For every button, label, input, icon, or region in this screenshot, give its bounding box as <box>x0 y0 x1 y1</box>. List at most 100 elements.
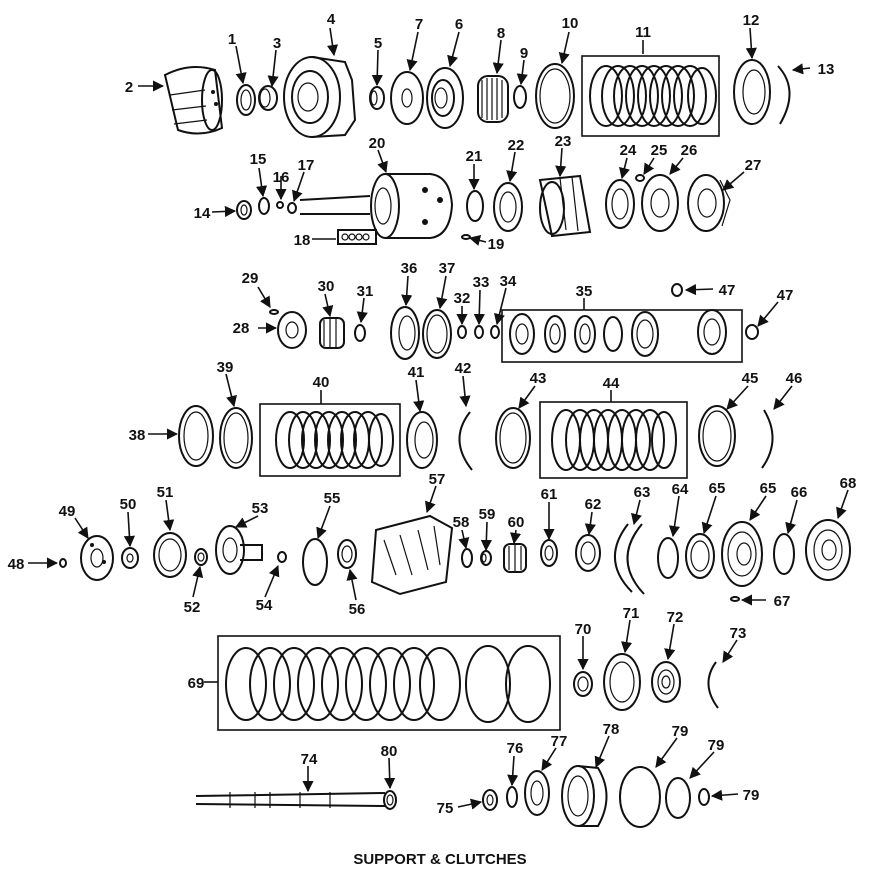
part-seals-18 <box>337 229 377 245</box>
callout-54: 54 <box>256 597 273 614</box>
callout-77: 77 <box>551 733 568 750</box>
part-clutch-pack-44 <box>539 401 688 479</box>
callout-11: 11 <box>635 24 651 41</box>
callout-47b: 47 <box>777 287 794 304</box>
callout-63: 63 <box>634 484 651 501</box>
callout-2: 2 <box>125 79 133 96</box>
callout-28: 28 <box>233 320 250 337</box>
part-plate-12 <box>733 59 771 125</box>
callout-36: 36 <box>401 260 418 277</box>
part-pin-67 <box>730 596 740 602</box>
part-carrier-49 <box>80 535 114 581</box>
callout-61: 61 <box>541 486 558 503</box>
callout-38: 38 <box>129 427 146 444</box>
part-snap-ring-46 <box>761 409 774 469</box>
part-shaft-drum-20 <box>299 173 454 239</box>
part-washer-7 <box>390 71 424 125</box>
callout-20: 20 <box>369 135 386 152</box>
part-ring-31 <box>354 324 366 342</box>
callout-4: 4 <box>327 11 336 28</box>
part-seal-17 <box>287 202 297 214</box>
callout-40: 40 <box>313 374 330 391</box>
part-piston-6 <box>426 67 464 129</box>
part-drum-65b <box>721 521 763 587</box>
part-plate-41 <box>406 411 438 469</box>
part-drum-57 <box>370 514 454 596</box>
callout-43: 43 <box>530 370 547 387</box>
callout-71: 71 <box>623 605 640 622</box>
part-carrier-27 <box>687 174 731 232</box>
part-ring-34 <box>490 325 500 339</box>
part-ring-54 <box>277 551 287 563</box>
callout-15: 15 <box>250 151 267 168</box>
callout-16: 16 <box>273 169 290 186</box>
callout-12: 12 <box>743 12 760 29</box>
callout-7: 7 <box>415 16 423 33</box>
part-pin-29 <box>269 309 279 315</box>
callout-21: 21 <box>466 148 483 165</box>
callout-26: 26 <box>681 142 698 159</box>
part-bearing-8 <box>477 75 509 123</box>
callout-78: 78 <box>603 721 620 738</box>
callout-34: 34 <box>500 273 517 290</box>
callout-64: 64 <box>672 481 689 498</box>
part-output-shaft-74 <box>195 792 386 808</box>
callout-3: 3 <box>273 35 281 52</box>
part-hub-72 <box>651 661 681 703</box>
part-gear-set-35 <box>501 309 743 363</box>
callout-56: 56 <box>349 601 366 618</box>
callout-13: 13 <box>818 61 835 78</box>
callout-59: 59 <box>479 506 496 523</box>
part-seal-79b <box>665 777 691 819</box>
part-bushing-5 <box>369 86 385 110</box>
part-plate-38 <box>178 405 214 467</box>
part-snap-ring-9 <box>513 85 527 109</box>
callout-51: 51 <box>157 484 174 501</box>
callout-67: 67 <box>774 593 791 610</box>
part-bushing-47a <box>671 283 683 297</box>
callout-42: 42 <box>455 360 472 377</box>
callout-60: 60 <box>508 514 525 531</box>
part-bearing-62 <box>575 534 601 572</box>
callout-33: 33 <box>473 274 490 291</box>
callout-41: 41 <box>408 364 425 381</box>
part-washer-14 <box>236 200 252 220</box>
callout-73: 73 <box>730 625 747 642</box>
part-gear-68 <box>805 519 851 581</box>
callout-58: 58 <box>453 514 470 531</box>
part-bearing-28 <box>277 311 307 349</box>
part-ring-61 <box>540 539 558 567</box>
part-bushing-3 <box>258 85 278 111</box>
part-snap-ring-73 <box>707 661 719 709</box>
callout-19: 19 <box>488 236 505 253</box>
callout-69: 69 <box>188 675 205 692</box>
callout-66: 66 <box>791 484 808 501</box>
part-ring-32 <box>457 325 467 339</box>
part-washer-50 <box>121 547 139 569</box>
part-bushing-80 <box>383 790 397 810</box>
part-pin-16 <box>276 201 284 209</box>
part-drum-23 <box>538 174 592 238</box>
part-pin-25 <box>635 174 645 182</box>
callout-24: 24 <box>620 142 637 159</box>
part-snap-ring-42 <box>458 411 473 471</box>
part-ring-37 <box>422 309 452 359</box>
callout-5: 5 <box>374 35 382 52</box>
part-ring-21 <box>466 190 484 222</box>
part-bearing-77 <box>524 770 550 816</box>
part-clutch-pack-11 <box>581 55 720 137</box>
callout-27: 27 <box>745 157 762 174</box>
callout-47a: 47 <box>719 282 736 299</box>
part-seal-79c <box>698 788 710 806</box>
part-ring-22 <box>493 182 523 232</box>
part-housing-4 <box>283 56 357 138</box>
callout-18: 18 <box>294 232 311 249</box>
callout-35: 35 <box>576 283 593 300</box>
callout-29: 29 <box>242 270 259 287</box>
callout-76: 76 <box>507 740 524 757</box>
callout-25: 25 <box>651 142 668 159</box>
part-gear-51 <box>153 532 187 578</box>
part-housing-78 <box>561 765 608 827</box>
